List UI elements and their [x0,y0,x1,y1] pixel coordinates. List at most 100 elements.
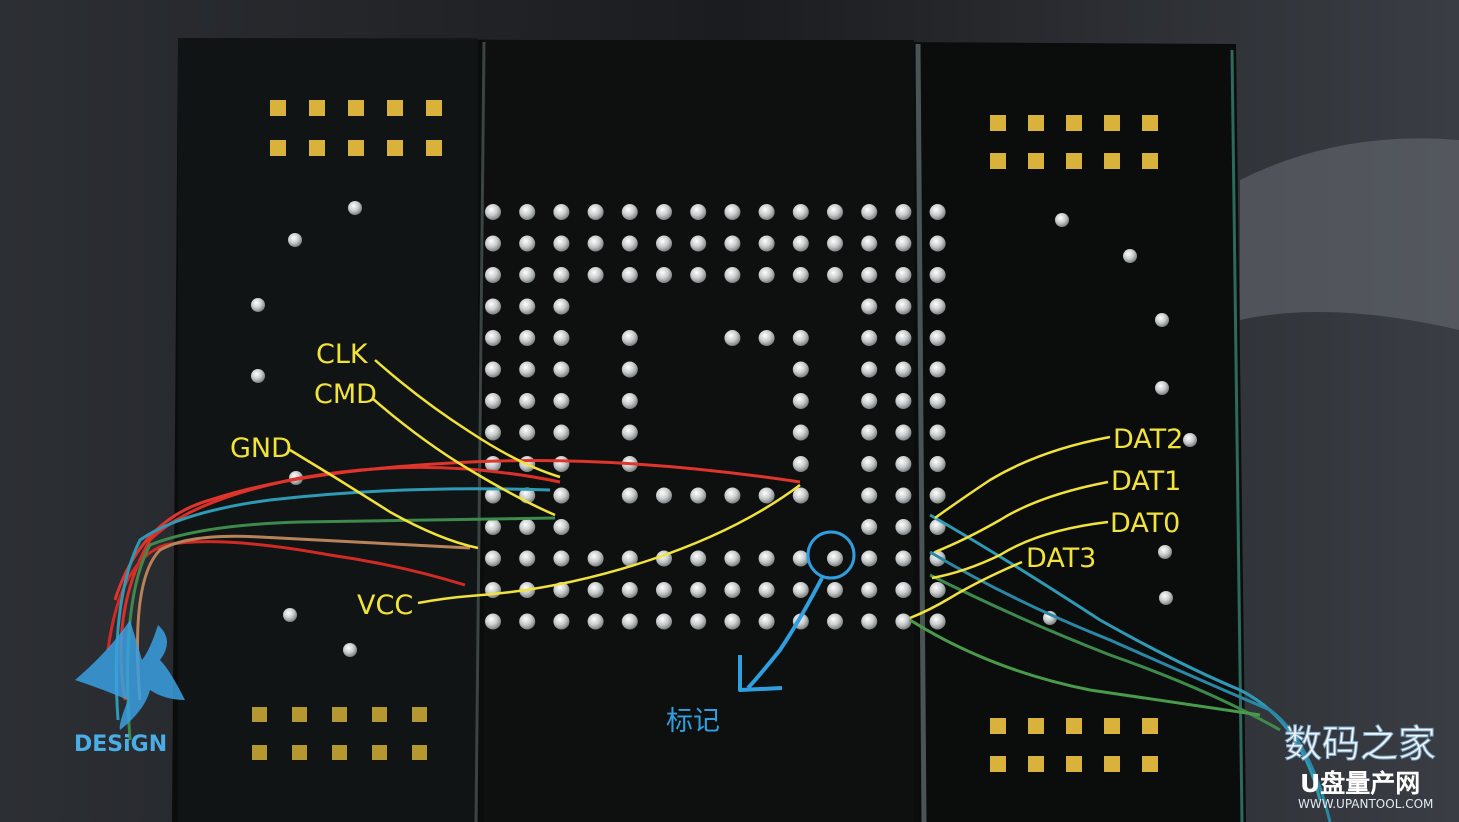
bga-ball [929,613,946,630]
via-hole [1123,249,1137,263]
bga-ball [792,582,809,598]
bga-ball [929,582,946,598]
signal-labels: CLK CMD GND VCC DAT2 DAT1 DAT0 DAT3 [230,339,1183,621]
tape-edge [915,43,927,822]
bga-ball [621,204,638,220]
bga-ball [758,582,775,598]
bga-ball [485,487,501,504]
bga-ball [724,204,741,220]
dat3-leader [909,560,1023,620]
wire-red [113,459,801,601]
via-hole [251,369,265,383]
gold-pad [990,756,1006,772]
dat2-leader [934,435,1111,520]
bga-ball [485,519,501,535]
bga-ball [792,550,809,567]
design-watermark: DESiGN [74,620,185,757]
gold-pad [412,707,427,722]
wire-green [909,618,1261,717]
bga-ball [929,204,946,220]
marker-circle [806,530,856,580]
bga-ball [827,613,843,630]
bga-ball [553,487,570,504]
gold-pad [387,100,403,116]
bga-ball [690,204,707,220]
gold-pad [332,745,347,760]
bga-ball [656,267,672,283]
bga-ball [792,330,809,346]
gold-pad [270,140,286,156]
bga-ball [895,267,912,283]
bga-ball [553,330,570,346]
dat3-label: DAT3 [1026,543,1096,574]
gold-pad [1066,115,1082,131]
bga-ball [929,235,946,252]
bga-ball [485,235,501,252]
gold-pad [412,745,427,760]
bga-ball [587,550,604,567]
gold-pad [1028,115,1044,131]
marker-annotation: 标记 [666,530,856,737]
bga-ball-grid [485,204,946,630]
bga-ball [861,235,878,252]
bga-ball [895,235,912,252]
bga-ball [895,519,912,535]
bga-ball [929,456,946,472]
bga-ball [621,393,638,409]
bga-ball [485,424,501,441]
via-hole [343,643,357,657]
gold-pad [292,707,307,722]
bga-ball [724,550,741,567]
gold-pad [990,718,1006,734]
gold-pad [292,745,307,760]
bga-ball [861,487,878,504]
bga-ball [621,235,638,252]
bga-ball [656,204,672,220]
bga-ball [485,267,501,283]
bga-ball [792,204,809,220]
cmd-label: CMD [314,379,377,410]
bga-ball [895,424,912,441]
bga-ball [827,550,843,567]
bga-ball [553,582,570,598]
via-hole [251,298,265,312]
gold-pad [1066,153,1082,169]
bga-ball [861,582,878,598]
bga-ball [895,361,912,378]
via-hole [288,233,302,247]
gold-pad [348,140,364,156]
gold-pad [332,707,347,722]
gold-pad [270,100,286,116]
wire-green [929,573,1281,732]
gold-pad-group-bottom-right [990,718,1158,772]
gold-pad [1066,718,1082,734]
bga-ball [792,235,809,252]
bga-ball [861,267,878,283]
bga-ball [758,235,775,252]
dat0-leader [931,520,1109,580]
via-hole [1155,313,1169,327]
tape-strip-left [178,38,478,822]
via-hole [1155,381,1169,395]
dat0-label: DAT0 [1110,508,1180,539]
bga-ball [553,424,570,441]
bga-ball [895,298,912,315]
site-watermark: 数码之家 U盘量产网 WWW.UPANTOOL.COM [1284,722,1437,812]
bga-ball [929,487,946,504]
bga-ball [861,424,878,441]
bga-ball [929,298,946,315]
gold-pad [426,140,442,156]
bga-ball [690,487,707,504]
bga-ball [553,361,570,378]
bga-ball [724,235,741,252]
butterfly-icon [75,620,185,730]
site-name-text: 数码之家 [1284,722,1436,766]
dat1-leader [934,480,1109,554]
bga-ball [519,298,536,315]
bga-ball [587,267,604,283]
bga-ball [519,550,536,567]
bga-ball [758,550,775,567]
bga-ball [621,487,638,504]
bga-ball [621,550,638,567]
